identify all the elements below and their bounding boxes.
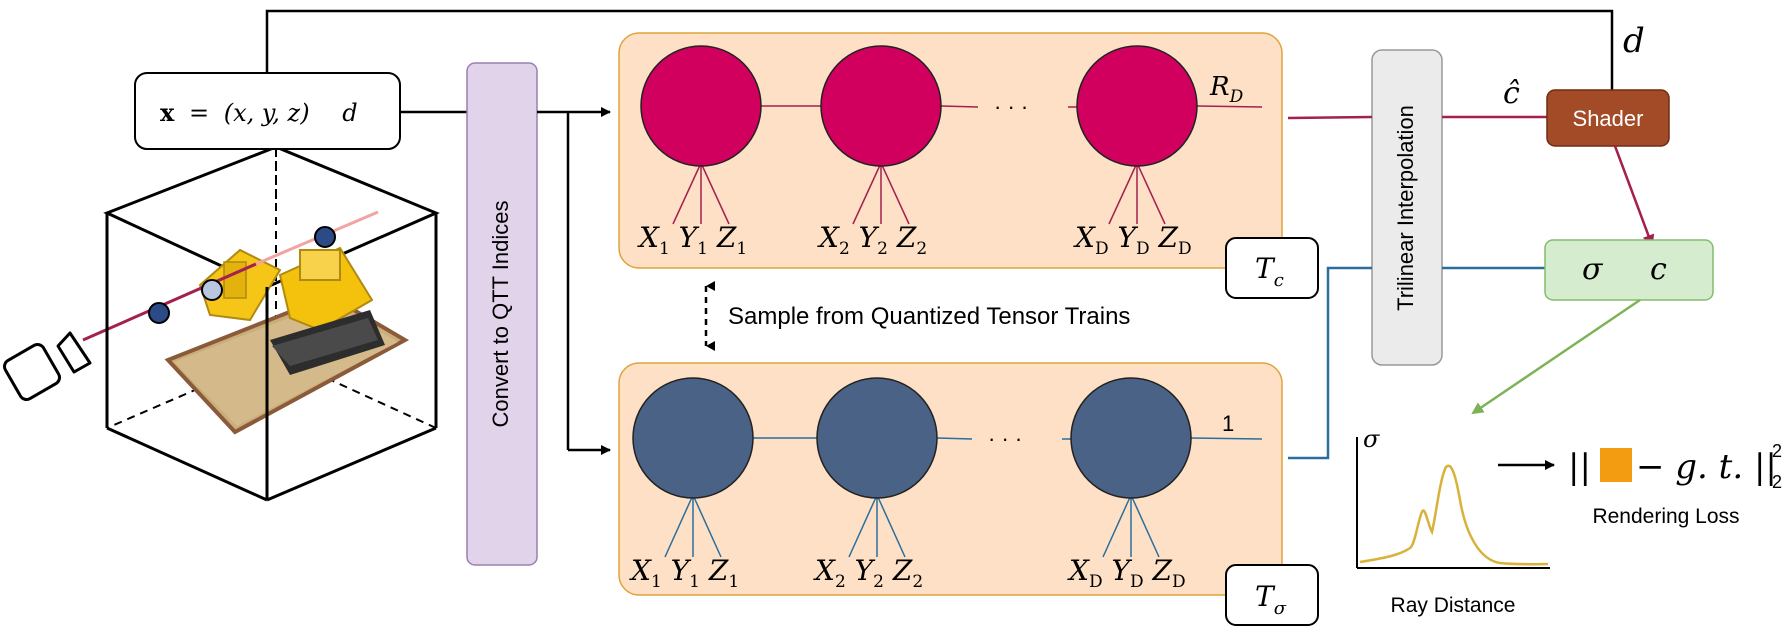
color-tensor-label-box: Tc: [1225, 237, 1319, 299]
interp-label: Trilinear Interpolation: [1393, 105, 1418, 311]
index-leg: [1108, 162, 1138, 225]
rendering-loss-label: Rendering Loss: [1592, 505, 1739, 528]
svg-text:x = (x, y, z): x = (x, y, z) d: [160, 98, 358, 127]
density-to-interp-line: [1288, 266, 1372, 460]
bond-line: [936, 437, 973, 440]
coordinates: (x, y, z): [224, 99, 310, 127]
index-leg: [852, 162, 882, 225]
convert-label: Convert to QTT Indices: [488, 200, 513, 427]
rank-line: [1190, 437, 1263, 440]
density-tensor-label-box: Tσ: [1225, 564, 1319, 626]
index-leg: [848, 494, 878, 558]
direction-label-top: d: [1623, 21, 1645, 61]
plot-y-label: σ: [1363, 425, 1380, 453]
index-leg: [1136, 162, 1166, 225]
index-leg: [1102, 494, 1132, 558]
sample-point: [148, 302, 170, 324]
density-curve: [1359, 464, 1549, 566]
color-rank-label: RD: [1209, 72, 1244, 107]
equals-sign: =: [189, 99, 209, 127]
tensor-core-node: [640, 45, 762, 167]
direction-feedback-line: [265, 9, 1614, 90]
index-leg: [700, 162, 730, 225]
index-leg: [880, 162, 910, 225]
core-index-label: X2 Y2 Z2: [813, 554, 923, 592]
tensor-core-node: [1076, 45, 1198, 167]
color-tensor-subscript: c: [1274, 270, 1284, 291]
index-leg: [672, 162, 702, 225]
core-index-label: X1 Y1 Z1: [637, 221, 747, 259]
chain-ellipsis: · · ·: [994, 94, 1028, 119]
density-tensor-subscript: σ: [1274, 598, 1287, 619]
scene-cube: [82, 145, 440, 502]
tensor-core-node: [632, 377, 754, 499]
index-leg: [1130, 494, 1160, 558]
sample-point: [201, 279, 223, 301]
svg-text:Tσ: Tσ: [1255, 580, 1287, 619]
output-box: σ c: [1544, 239, 1714, 301]
loss-subscript: 2: [1772, 472, 1782, 492]
rendered-color-swatch: [1600, 448, 1632, 482]
camera-ray: [82, 262, 257, 342]
color-estimate-label: ĉ: [1503, 76, 1520, 111]
density-tensor-symbol: T: [1255, 580, 1276, 613]
loss-bars-open: ||: [1568, 447, 1591, 487]
cube-front-edge: [106, 426, 268, 502]
position-variable: x: [160, 98, 175, 127]
output-to-plot-arrow: [1471, 298, 1641, 415]
camera-icon: [3, 331, 92, 401]
core-index-label: XD YD ZD: [1073, 221, 1192, 259]
index-leg: [876, 494, 906, 558]
trilinear-interpolation-box: Trilinear Interpolation: [1371, 49, 1443, 366]
color-tensor-train: · · · X1 Y1 Z1 X2 Y2 Z2 XD YD ZD: [637, 45, 1263, 259]
shader-to-output-arrow: [1613, 145, 1655, 247]
shader-box: Shader: [1546, 89, 1670, 147]
index-leg: [692, 494, 722, 558]
density-plot: σ Ray Distance: [1356, 425, 1550, 617]
plot-x-label: Ray Distance: [1391, 594, 1516, 617]
sample-label: Sample from Quantized Tensor Trains: [728, 303, 1130, 330]
output-sigma: σ: [1582, 252, 1604, 287]
input-box: x = (x, y, z) d: [134, 72, 401, 150]
chain-ellipsis: · · ·: [988, 426, 1022, 451]
rank-line: [1196, 105, 1263, 108]
density-tensor-train-panel: · · · X1 Y1 Z1 X2 Y2 Z2 XD YD ZD 1: [618, 362, 1283, 596]
tensor-core-node: [1070, 377, 1192, 499]
tensor-core-node: [816, 377, 938, 499]
density-tensor-train: · · · X1 Y1 Z1 X2 Y2 Z2 XD YD ZD: [629, 377, 1263, 592]
view-direction: d: [342, 99, 357, 127]
cube-front-edge: [266, 426, 437, 502]
tensor-core-node: [820, 45, 942, 167]
index-leg: [664, 494, 694, 558]
core-index-label: X2 Y2 Z2: [817, 221, 927, 259]
shader-label: Shader: [1573, 106, 1644, 131]
svg-text:Tc: Tc: [1255, 252, 1284, 291]
convert-box: Convert to QTT Indices: [466, 62, 538, 566]
rendering-loss-formula: || − g. t. || 2 2: [1568, 441, 1782, 492]
loss-superscript: 2: [1772, 441, 1782, 461]
loss-ground-truth: − g. t. ||: [1636, 447, 1777, 487]
density-rank-label: 1: [1222, 411, 1234, 436]
core-index-label: X1 Y1 Z1: [629, 554, 739, 592]
core-index-label: XD YD ZD: [1067, 554, 1186, 592]
bond-line: [940, 105, 979, 108]
lego-bulldozer-scene: [164, 246, 410, 435]
color-to-interp-line: [1287, 115, 1373, 120]
color-tensor-symbol: T: [1255, 252, 1276, 285]
sample-point: [314, 226, 336, 248]
output-color: c: [1650, 252, 1667, 287]
color-tensor-train-panel: · · · X1 Y1 Z1 X2 Y2 Z2 XD YD ZD RD: [618, 32, 1283, 269]
